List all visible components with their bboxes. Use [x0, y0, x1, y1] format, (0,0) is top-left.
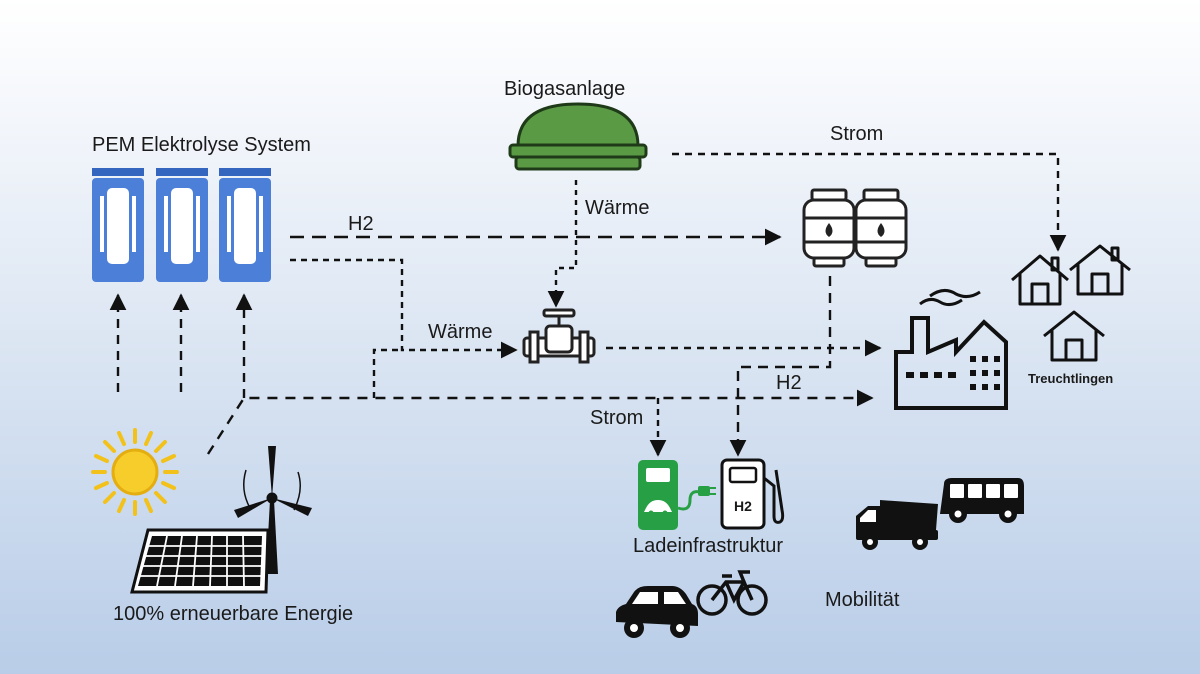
biogas-plant-label: Biogasanlage: [504, 78, 626, 100]
waerme-flow-line: [290, 258, 518, 359]
house-icon: [1011, 244, 1131, 362]
electrolyzer-stack-icon: [92, 168, 271, 282]
power-bus-branch: [372, 348, 402, 398]
sun-icon: [91, 428, 179, 516]
bus-icon: [940, 478, 1024, 523]
waerme-label-vertical: Wärme: [585, 197, 650, 219]
h2-pump-symbol: H2: [734, 498, 752, 514]
h2-label-right: H2: [776, 372, 802, 394]
charging-infrastructure-label: Ladeinfrastruktur: [633, 535, 784, 557]
hydrogen-tank-icon: [802, 188, 908, 268]
h2-storage-down-line: [729, 276, 832, 457]
wind-turbine-icon: [234, 446, 312, 574]
solar-panel-icon: [130, 528, 270, 594]
pipe-valve-icon: [522, 308, 596, 364]
renewables-label: 100% erneuerbare Energie: [113, 603, 354, 625]
pem-electrolysis-label: PEM Elektrolyse System: [92, 134, 311, 156]
h2-fuel-pump-icon: [720, 458, 785, 530]
biogas-dome-icon: [508, 102, 648, 171]
mobility-label: Mobilität: [825, 589, 900, 611]
strom-label-mid: Strom: [590, 407, 644, 429]
strom-label-top: Strom: [830, 123, 884, 145]
bicycle-icon: [696, 570, 768, 616]
town-label: Treuchtlingen: [1028, 371, 1114, 386]
factory-icon: [894, 289, 1008, 410]
ev-charger-icon: [638, 460, 716, 530]
car-icon: [616, 586, 698, 638]
truck-icon: [856, 500, 938, 550]
h2-label-top: H2: [348, 213, 374, 235]
power-bus-line: [206, 389, 874, 455]
waerme-vertical-line: [547, 180, 578, 308]
waerme-label-mid: Wärme: [428, 321, 493, 343]
